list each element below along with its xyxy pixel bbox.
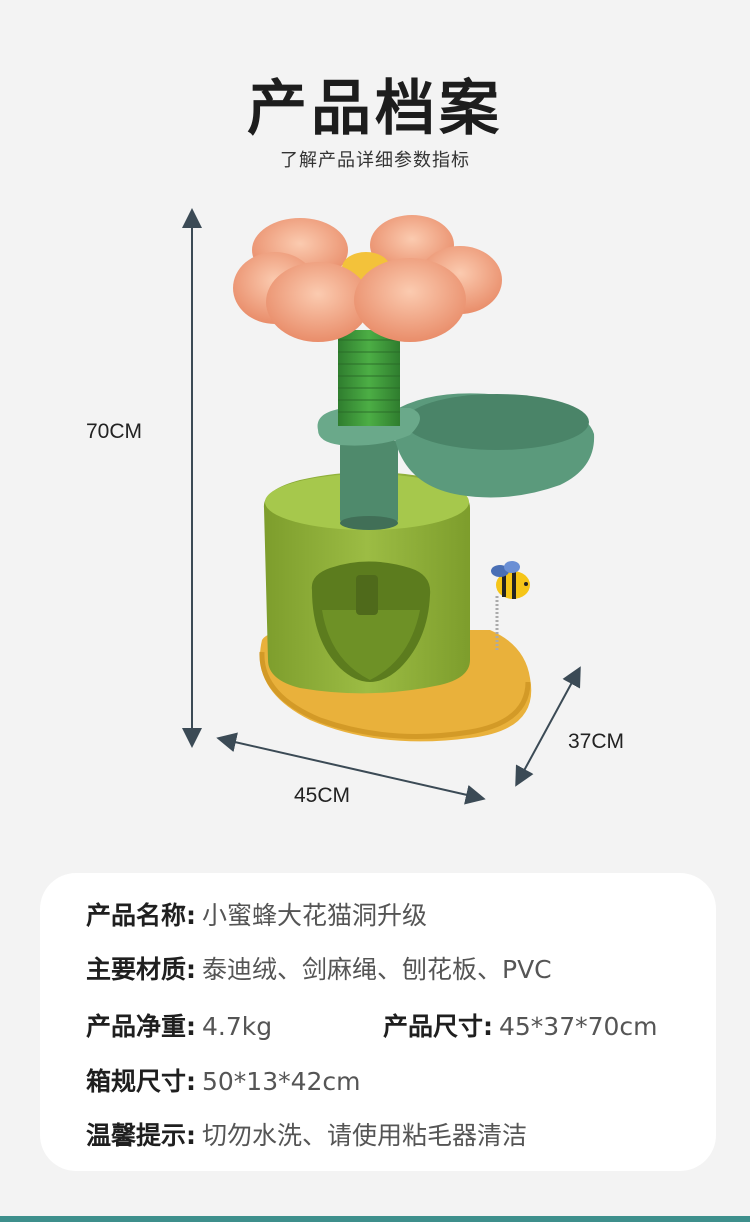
spec-row-box: 箱规尺寸:50*13*42cm <box>86 1065 361 1099</box>
depth-label: 37CM <box>568 730 625 753</box>
spec-label: 箱规尺寸: <box>86 1067 196 1096</box>
spec-row-tip: 温馨提示:切勿水洗、请使用粘毛器清洁 <box>86 1119 527 1153</box>
spec-value: 45*37*70cm <box>499 1012 658 1041</box>
spec-value: 小蜜蜂大花猫洞升级 <box>202 901 428 930</box>
spec-label: 产品名称: <box>86 901 196 930</box>
spec-value: 切勿水洗、请使用粘毛器清洁 <box>202 1121 528 1150</box>
width-label: 45CM <box>294 784 351 807</box>
spec-row-weight: 产品净重:4.7kg <box>86 1010 272 1044</box>
page-title: 产品档案 <box>247 74 503 144</box>
page-subtitle: 了解产品详细参数指标 <box>280 150 470 171</box>
spec-label: 主要材质: <box>86 955 196 984</box>
flower-top <box>233 215 502 342</box>
lower-post <box>340 440 398 525</box>
spec-value: 4.7kg <box>202 1012 273 1041</box>
spec-value: 泰迪绒、剑麻绳、刨花板、PVC <box>202 955 552 984</box>
spec-label: 产品尺寸: <box>383 1012 493 1041</box>
spec-card: 产品名称:小蜜蜂大花猫洞升级 主要材质:泰迪绒、剑麻绳、刨花板、PVC 产品净重… <box>40 873 716 1171</box>
spec-value: 50*13*42cm <box>202 1067 361 1096</box>
spec-label: 温馨提示: <box>86 1121 196 1150</box>
product-illustration: 70CM 45CM 37CM <box>0 190 750 830</box>
cat-tree-drawing <box>182 208 595 805</box>
spec-row-material: 主要材质:泰迪绒、剑麻绳、刨花板、PVC <box>86 953 552 987</box>
sisal-post <box>338 330 400 426</box>
spec-row-name: 产品名称:小蜜蜂大花猫洞升级 <box>86 899 427 933</box>
spec-row-size: 产品尺寸:45*37*70cm <box>383 1010 658 1044</box>
width-arrow <box>216 732 486 805</box>
bottom-accent-bar <box>0 1216 750 1222</box>
depth-arrow <box>515 666 581 787</box>
bee-toy <box>491 561 530 599</box>
height-label: 70CM <box>86 420 143 443</box>
spec-label: 产品净重: <box>86 1012 196 1041</box>
